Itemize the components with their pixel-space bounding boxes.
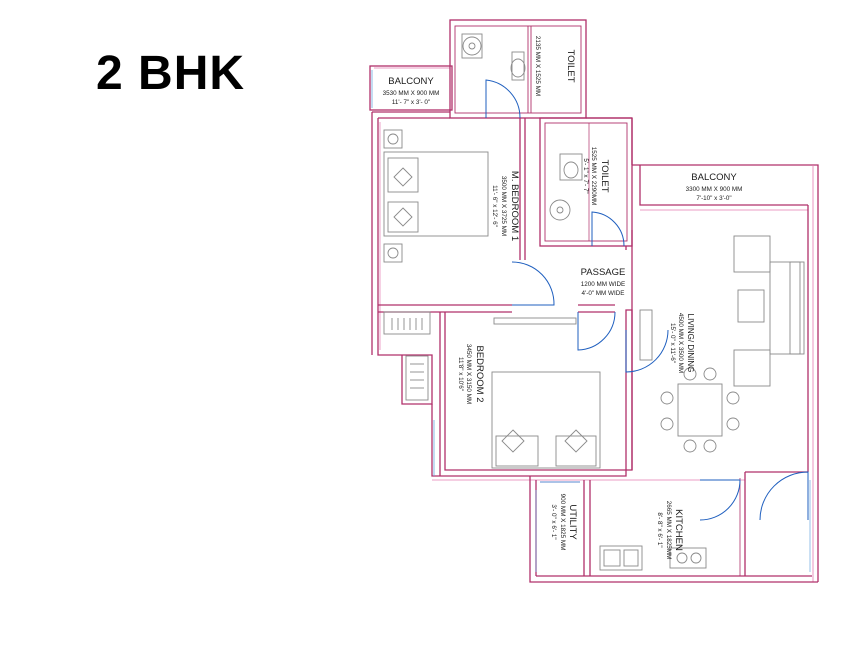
- m-bedroom-dim1: 3500 MM X 3725 MM: [500, 176, 507, 236]
- sofa: [769, 261, 801, 355]
- wc-2: [559, 153, 583, 181]
- living-dining-name: LIVING/ DINING: [686, 314, 695, 373]
- double-bed-1: [383, 151, 489, 237]
- balcony-1-dim2: 11'- 7" x 3'- 0": [392, 99, 430, 106]
- toilet-2-walls: [539, 117, 633, 247]
- m-bedroom-dim2: 11'- 6" x 12'- 6": [491, 185, 498, 227]
- balcony-2-dim1: 3300 MM X 900 MM: [686, 186, 743, 193]
- double-bed-2: [491, 371, 601, 469]
- door-toilet-1: [485, 79, 521, 119]
- tv-unit: [639, 309, 653, 361]
- balcony-1-rail: [369, 65, 453, 111]
- living-dining-dim1: 4500 MM X 3500 MM: [677, 313, 684, 373]
- utility-dim1: 900 MM X 1825 MM: [559, 494, 566, 551]
- utility-dim2: 3'- 0" x 6'- 1": [550, 504, 557, 539]
- kitchen-dim1: 2665 MM X 1825MM: [665, 501, 672, 559]
- passage-name: PASSAGE: [581, 267, 626, 278]
- door-toilet-2: [591, 211, 625, 247]
- door-balcony-2: [759, 471, 809, 521]
- door-bedroom-2: [577, 311, 616, 351]
- balcony-1-name: BALCONY: [388, 76, 434, 87]
- washbasin-1: [462, 36, 482, 56]
- room-labels: BALCONY 3530 MM X 900 MM 11'- 7" x 3'- 0…: [383, 36, 743, 559]
- door-kitchen: [699, 479, 741, 521]
- bedroom-2-dim2: 11'8" x 10'6": [457, 357, 464, 391]
- m-bedroom-name: M. BEDROOM 1: [509, 171, 520, 241]
- side-table: [383, 129, 403, 149]
- plan-title: 2 BHK: [96, 47, 246, 100]
- toilet-1-walls: [449, 19, 587, 119]
- balcony-2-dim2: 7'-10" x 3'-0": [696, 195, 731, 202]
- dining-table: [677, 383, 723, 437]
- door-living: [625, 329, 669, 373]
- passage-dim1: 1200 MM WIDE: [581, 281, 625, 288]
- living-dining-dim2: 15'- 0" x 11'-6": [669, 323, 676, 363]
- balcony-2-name: BALCONY: [691, 172, 737, 183]
- toilet-2-dim2: 5'- 1" x 7'- 7": [582, 158, 589, 193]
- furniture: [383, 33, 805, 571]
- wardrobe-3: [493, 317, 577, 325]
- utility-name: UTILITY: [567, 504, 578, 540]
- washbasin-2: [549, 199, 571, 221]
- armchair-1: [733, 235, 771, 273]
- toilet-2-dim1: 1525 MM X 2290MM: [590, 147, 597, 205]
- toilet-2-name: TOILET: [599, 159, 610, 192]
- kitchen-dim2: 8'- 8" x 6'- 1": [656, 512, 663, 547]
- coffee-table: [737, 289, 765, 323]
- toilet-1-name: TOILET: [565, 49, 576, 82]
- kitchen-name: KITCHEN: [673, 509, 684, 551]
- bedroom-2-name: BEDROOM 2: [474, 345, 485, 402]
- wardrobe-1: [383, 311, 431, 335]
- door-m-bedroom: [511, 261, 555, 306]
- passage-dim2: 4'-0" MM WIDE: [582, 290, 625, 297]
- cooktop: [669, 547, 707, 569]
- wardrobe-2: [405, 355, 429, 401]
- doors: [485, 79, 809, 521]
- walls: [369, 19, 819, 583]
- toilet-1-dim1: 2135 MM X 1525 MM: [534, 36, 541, 96]
- bedroom-2-dim1: 3450 MM X 3150 MM: [465, 344, 472, 404]
- wc-1: [511, 51, 525, 81]
- kitchen-sink: [599, 545, 643, 571]
- armchair-2: [733, 349, 771, 387]
- balcony-1-dim1: 3530 MM X 900 MM: [383, 90, 440, 97]
